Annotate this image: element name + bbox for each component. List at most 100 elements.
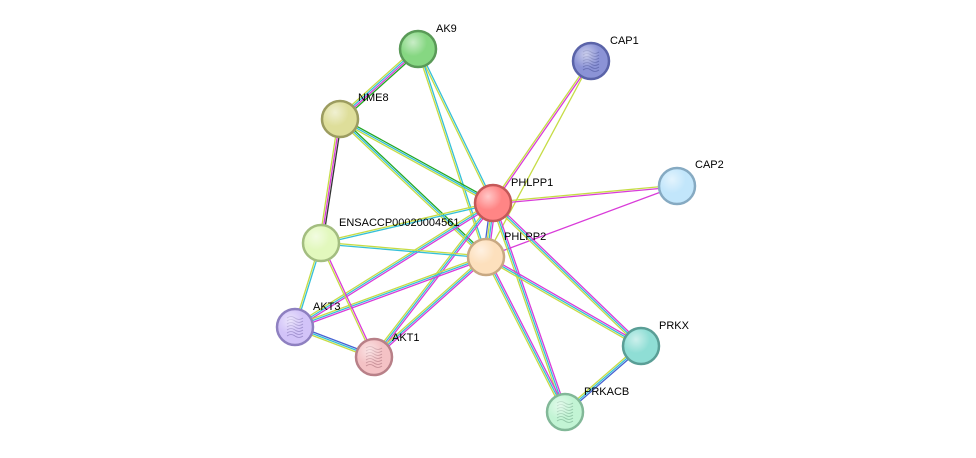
node-highlight bbox=[574, 44, 608, 78]
node-ensaccp00020004561[interactable]: ENSACCP00020004561 bbox=[301, 217, 459, 263]
edge-phlpp1-prkacb[interactable] bbox=[490, 202, 568, 413]
edge-evidence-experiments bbox=[486, 255, 568, 412]
edge-evidence-coexpression bbox=[322, 119, 343, 244]
edge-evidence-textmining bbox=[484, 257, 641, 349]
edge-evidence-textmining bbox=[483, 257, 565, 414]
node-highlight bbox=[304, 226, 338, 260]
edge-evidence-experiments bbox=[486, 254, 643, 346]
edge-evidence-experiments bbox=[493, 201, 643, 346]
edge-phlpp2-akt3[interactable] bbox=[294, 254, 487, 330]
edge-evidence-textmining bbox=[338, 119, 486, 259]
edge-evidence-textmining bbox=[490, 203, 565, 413]
edge-evidence-database bbox=[294, 202, 494, 328]
node-label: AKT1 bbox=[392, 332, 420, 344]
edge-nme8-ensaccp00020004561[interactable] bbox=[318, 118, 343, 244]
edge-evidence-textmining bbox=[372, 255, 486, 357]
edge-evidence-database bbox=[339, 118, 494, 204]
node-cap2[interactable]: CAP2 bbox=[657, 159, 724, 206]
edge-phlpp2-prkacb[interactable] bbox=[483, 255, 568, 414]
edge-evidence-database bbox=[339, 118, 487, 258]
node-label: ENSACCP00020004561 bbox=[339, 217, 459, 229]
edge-cap1-phlpp1[interactable] bbox=[491, 60, 593, 204]
edge-evidence-textmining bbox=[492, 184, 677, 203]
node-label: PHLPP1 bbox=[511, 177, 553, 189]
edge-evidence-experiments bbox=[295, 257, 487, 330]
edge-evidence-textmining bbox=[319, 243, 374, 358]
edge-phlpp1-prkx[interactable] bbox=[491, 201, 643, 348]
node-highlight bbox=[548, 395, 582, 429]
edge-evidence-textmining bbox=[294, 254, 486, 327]
edge-evidence-database bbox=[373, 202, 494, 358]
edge-evidence-database bbox=[485, 256, 642, 347]
edges-layer bbox=[293, 46, 678, 414]
node-highlight bbox=[278, 310, 312, 344]
edge-cap2-phlpp1[interactable] bbox=[492, 184, 678, 205]
node-highlight bbox=[401, 32, 435, 66]
edge-evidence-textmining bbox=[338, 119, 493, 206]
edge-evidence-database bbox=[492, 202, 642, 347]
edge-evidence-database bbox=[373, 256, 487, 358]
node-prkx[interactable]: PRKX bbox=[621, 320, 690, 366]
node-phlpp2[interactable]: PHLPP2 bbox=[466, 231, 546, 277]
node-label: PRKACB bbox=[584, 386, 629, 398]
edge-phlpp2-akt1[interactable] bbox=[372, 255, 488, 359]
node-highlight bbox=[469, 240, 503, 274]
edge-evidence-experiments bbox=[493, 61, 593, 204]
edge-phlpp1-ensaccp00020004561[interactable] bbox=[320, 201, 494, 245]
node-label: PRKX bbox=[659, 320, 690, 332]
edge-cap1-phlpp2[interactable] bbox=[485, 60, 592, 258]
node-highlight bbox=[323, 102, 357, 136]
edge-evidence-database bbox=[418, 48, 495, 203]
edge-evidence-experiments bbox=[374, 203, 495, 359]
node-label: NME8 bbox=[358, 92, 389, 104]
edge-evidence-experiments bbox=[321, 242, 376, 357]
edge-evidence-textmining bbox=[320, 201, 493, 243]
node-highlight bbox=[660, 169, 694, 203]
edge-evidence-database bbox=[492, 202, 566, 413]
node-label: AKT3 bbox=[313, 301, 341, 313]
edge-evidence-experiments bbox=[485, 185, 678, 258]
node-highlight bbox=[357, 340, 391, 374]
node-cap1[interactable]: CAP1 bbox=[571, 35, 639, 81]
edge-evidence-experiments bbox=[493, 186, 678, 205]
edge-phlpp2-ensaccp00020004561[interactable] bbox=[320, 241, 487, 259]
edge-evidence-experiments bbox=[374, 257, 488, 359]
edge-evidence-textmining bbox=[293, 201, 493, 327]
node-label: CAP2 bbox=[695, 159, 724, 171]
node-highlight bbox=[476, 186, 510, 220]
edge-ak9-phlpp1[interactable] bbox=[416, 48, 495, 204]
edge-evidence-experiments bbox=[320, 118, 341, 244]
edge-cap2-phlpp2[interactable] bbox=[485, 185, 678, 258]
edge-phlpp2-prkx[interactable] bbox=[484, 254, 643, 349]
node-label: PHLPP2 bbox=[504, 231, 546, 243]
edge-evidence-textmining bbox=[491, 203, 641, 348]
node-prkacb[interactable]: PRKACB bbox=[545, 386, 629, 432]
edge-ensaccp00020004561-akt1[interactable] bbox=[319, 242, 376, 358]
node-highlight bbox=[624, 329, 658, 363]
edge-evidence-database bbox=[320, 243, 486, 259]
edge-phlpp1-akt3[interactable] bbox=[293, 201, 495, 329]
edge-nme8-phlpp1[interactable] bbox=[338, 116, 495, 206]
node-akt3[interactable]: AKT3 bbox=[275, 301, 341, 347]
edge-evidence-textmining bbox=[321, 241, 487, 257]
edge-evidence-textmining bbox=[416, 49, 493, 204]
node-akt1[interactable]: AKT1 bbox=[354, 332, 420, 377]
edge-evidence-neighborhood bbox=[340, 116, 495, 203]
edge-evidence-database bbox=[294, 256, 487, 328]
node-label: CAP1 bbox=[610, 35, 639, 47]
node-label: AK9 bbox=[436, 23, 457, 35]
edge-evidence-neighborhood bbox=[340, 117, 488, 257]
node-ak9[interactable]: AK9 bbox=[398, 23, 457, 69]
edge-evidence-textmining bbox=[318, 118, 339, 243]
node-phlpp1[interactable]: PHLPP1 bbox=[473, 177, 553, 223]
edge-evidence-textmining bbox=[491, 60, 591, 203]
edge-nme8-phlpp2[interactable] bbox=[338, 117, 488, 259]
edge-evidence-textmining bbox=[485, 60, 592, 258]
node-nme8[interactable]: NME8 bbox=[320, 92, 389, 139]
edge-evidence-experiments bbox=[295, 203, 495, 329]
edge-evidence-experiments bbox=[493, 202, 568, 412]
edge-evidence-database bbox=[485, 256, 566, 413]
edge-evidence-database bbox=[321, 203, 494, 245]
